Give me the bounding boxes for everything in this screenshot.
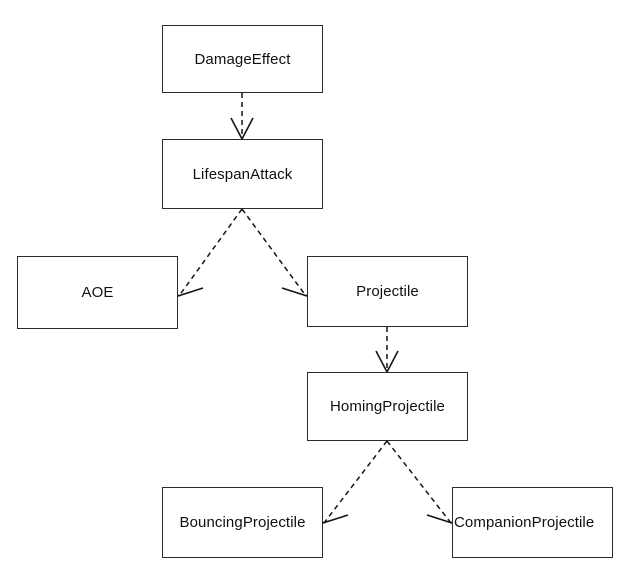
class-node-label: DamageEffect [194, 50, 291, 68]
class-node-label: LifespanAttack [192, 165, 293, 183]
class-node-companion-projectile[interactable]: CompanionProjectile [452, 487, 613, 558]
class-node-lifespan-attack[interactable]: LifespanAttack [162, 139, 323, 209]
class-node-label: CompanionProjectile [454, 514, 595, 531]
class-node-label: BouncingProjectile [179, 514, 306, 531]
class-node-projectile[interactable]: Projectile [307, 256, 468, 327]
class-node-homing-projectile[interactable]: HomingProjectile [307, 372, 468, 441]
edge-lifespan-attack-to-projectile [241, 208, 317, 297]
edge-homing-projectile-to-bouncing-projectile [313, 440, 388, 524]
edge-damage-effect-to-lifespan-attack [230, 93, 254, 141]
class-node-bouncing-projectile[interactable]: BouncingProjectile [162, 487, 323, 558]
edge-projectile-to-homing-projectile [375, 327, 399, 374]
edge-homing-projectile-to-companion-projectile [386, 440, 462, 524]
class-node-damage-effect[interactable]: DamageEffect [162, 25, 323, 93]
class-node-aoe[interactable]: AOE [17, 256, 178, 329]
class-node-label: AOE [81, 284, 114, 301]
edge-lifespan-attack-to-aoe [168, 208, 243, 297]
class-node-label: HomingProjectile [330, 398, 445, 415]
class-node-label: Projectile [356, 283, 419, 300]
